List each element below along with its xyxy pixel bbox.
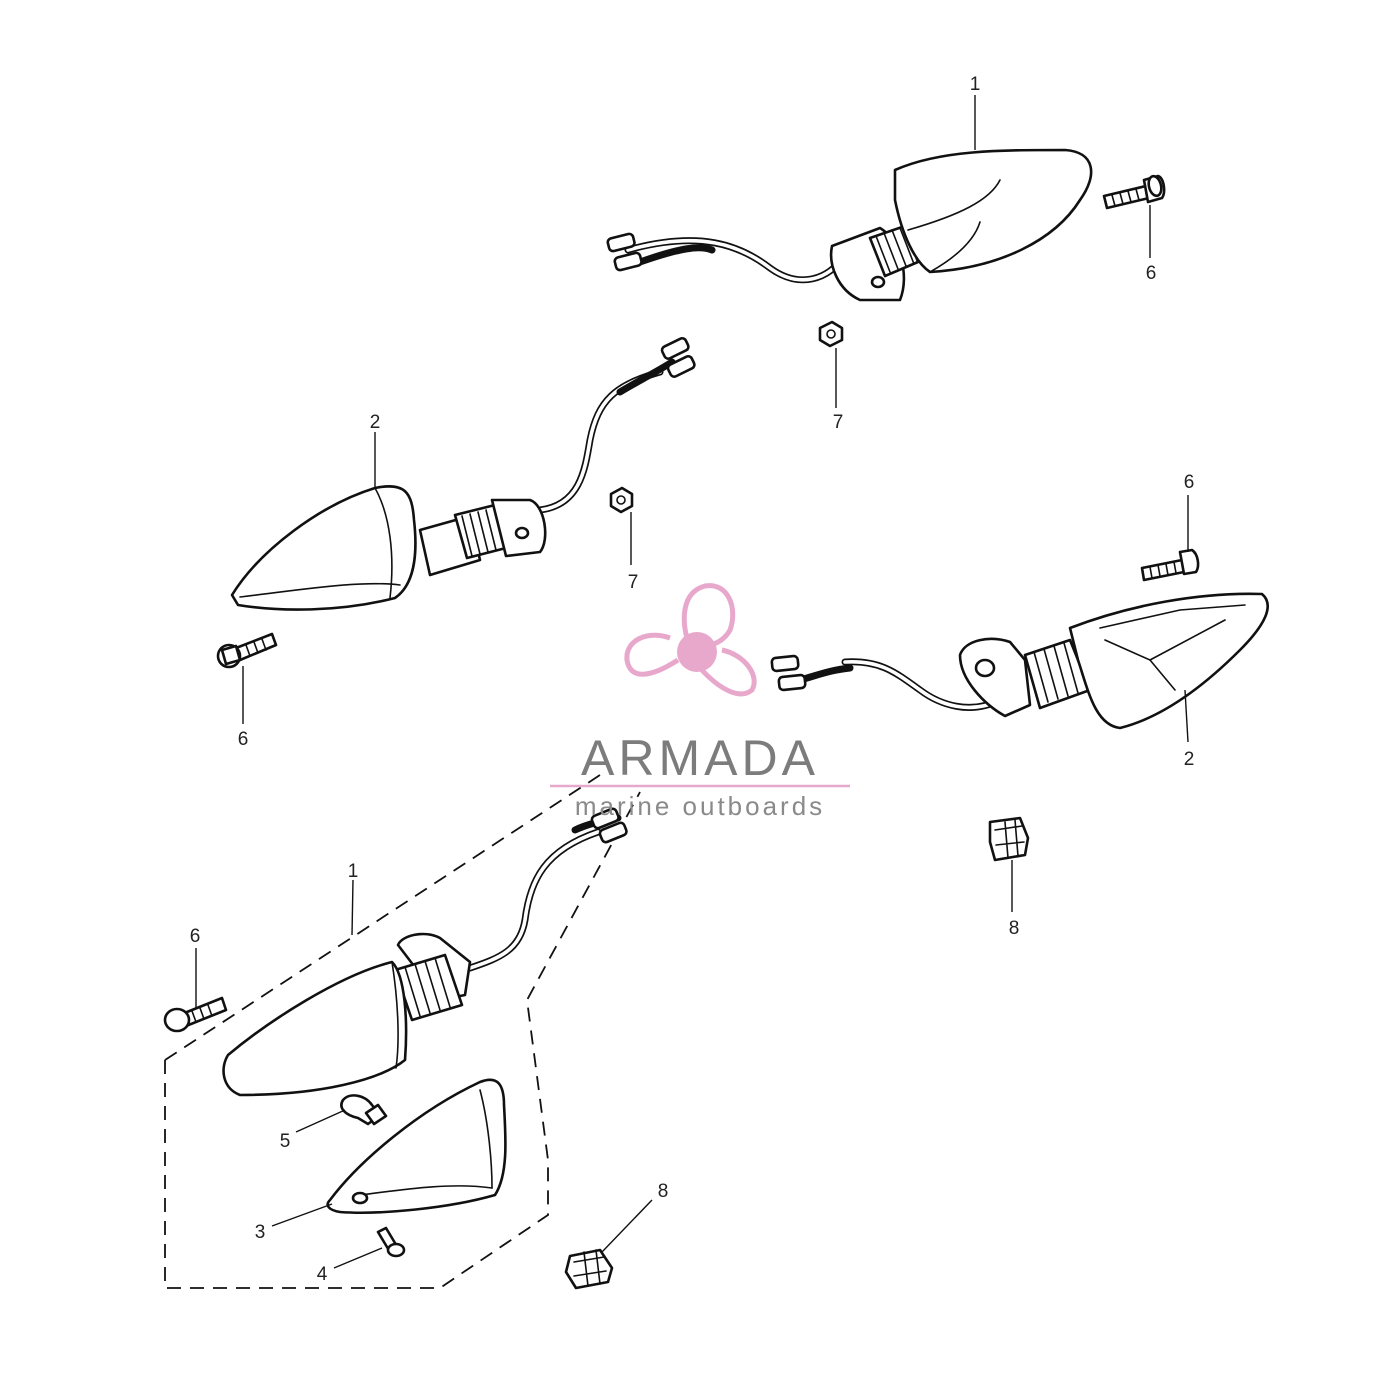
nut-7-top (818, 320, 844, 348)
lens-3 (326, 1078, 507, 1214)
watermark-logo: ARMADA marine outboards (550, 583, 850, 821)
indicator-top-right (606, 148, 1093, 302)
callout-2-right: 2 (1184, 749, 1195, 770)
callout-labels: 1 6 7 2 7 6 6 2 8 1 6 5 3 4 8 (190, 74, 1195, 1285)
propeller-hub (677, 632, 717, 672)
callout-1-bottom: 1 (348, 861, 359, 882)
bolt-6-middle-left (216, 632, 278, 669)
callout-6-right: 6 (1184, 472, 1195, 493)
callout-8-bottom: 8 (658, 1181, 669, 1202)
callout-6-top: 6 (1146, 263, 1157, 284)
screw-4 (376, 1226, 406, 1258)
callout-6-middle-left: 6 (238, 729, 249, 750)
leader-lines (195, 95, 1189, 1269)
nut-7-middle (609, 486, 634, 514)
bulb-5 (340, 1094, 388, 1126)
callout-6-bottom: 6 (190, 926, 201, 947)
dashed-exploded-outline (164, 774, 641, 1289)
callout-4: 4 (317, 1264, 328, 1285)
bolt-6-top (1102, 174, 1166, 210)
indicator-bottom-left (222, 807, 628, 1097)
indicator-right (770, 592, 1269, 730)
callout-5: 5 (280, 1131, 291, 1152)
brand-tagline: marine outboards (575, 791, 825, 821)
bolt-6-right (1140, 548, 1200, 582)
callout-3: 3 (255, 1222, 266, 1243)
callout-8-right: 8 (1009, 918, 1020, 939)
callout-2-middle-left: 2 (370, 412, 381, 433)
clip-8-right (988, 816, 1030, 862)
propeller-icon (624, 583, 757, 697)
brand-name: ARMADA (581, 730, 819, 786)
clip-8-bottom (564, 1248, 614, 1290)
callout-7-top: 7 (833, 412, 844, 433)
bolt-6-bottom (163, 996, 228, 1033)
callout-1-top: 1 (970, 74, 981, 95)
callout-7-middle: 7 (628, 572, 639, 593)
indicator-middle-left (230, 336, 696, 611)
